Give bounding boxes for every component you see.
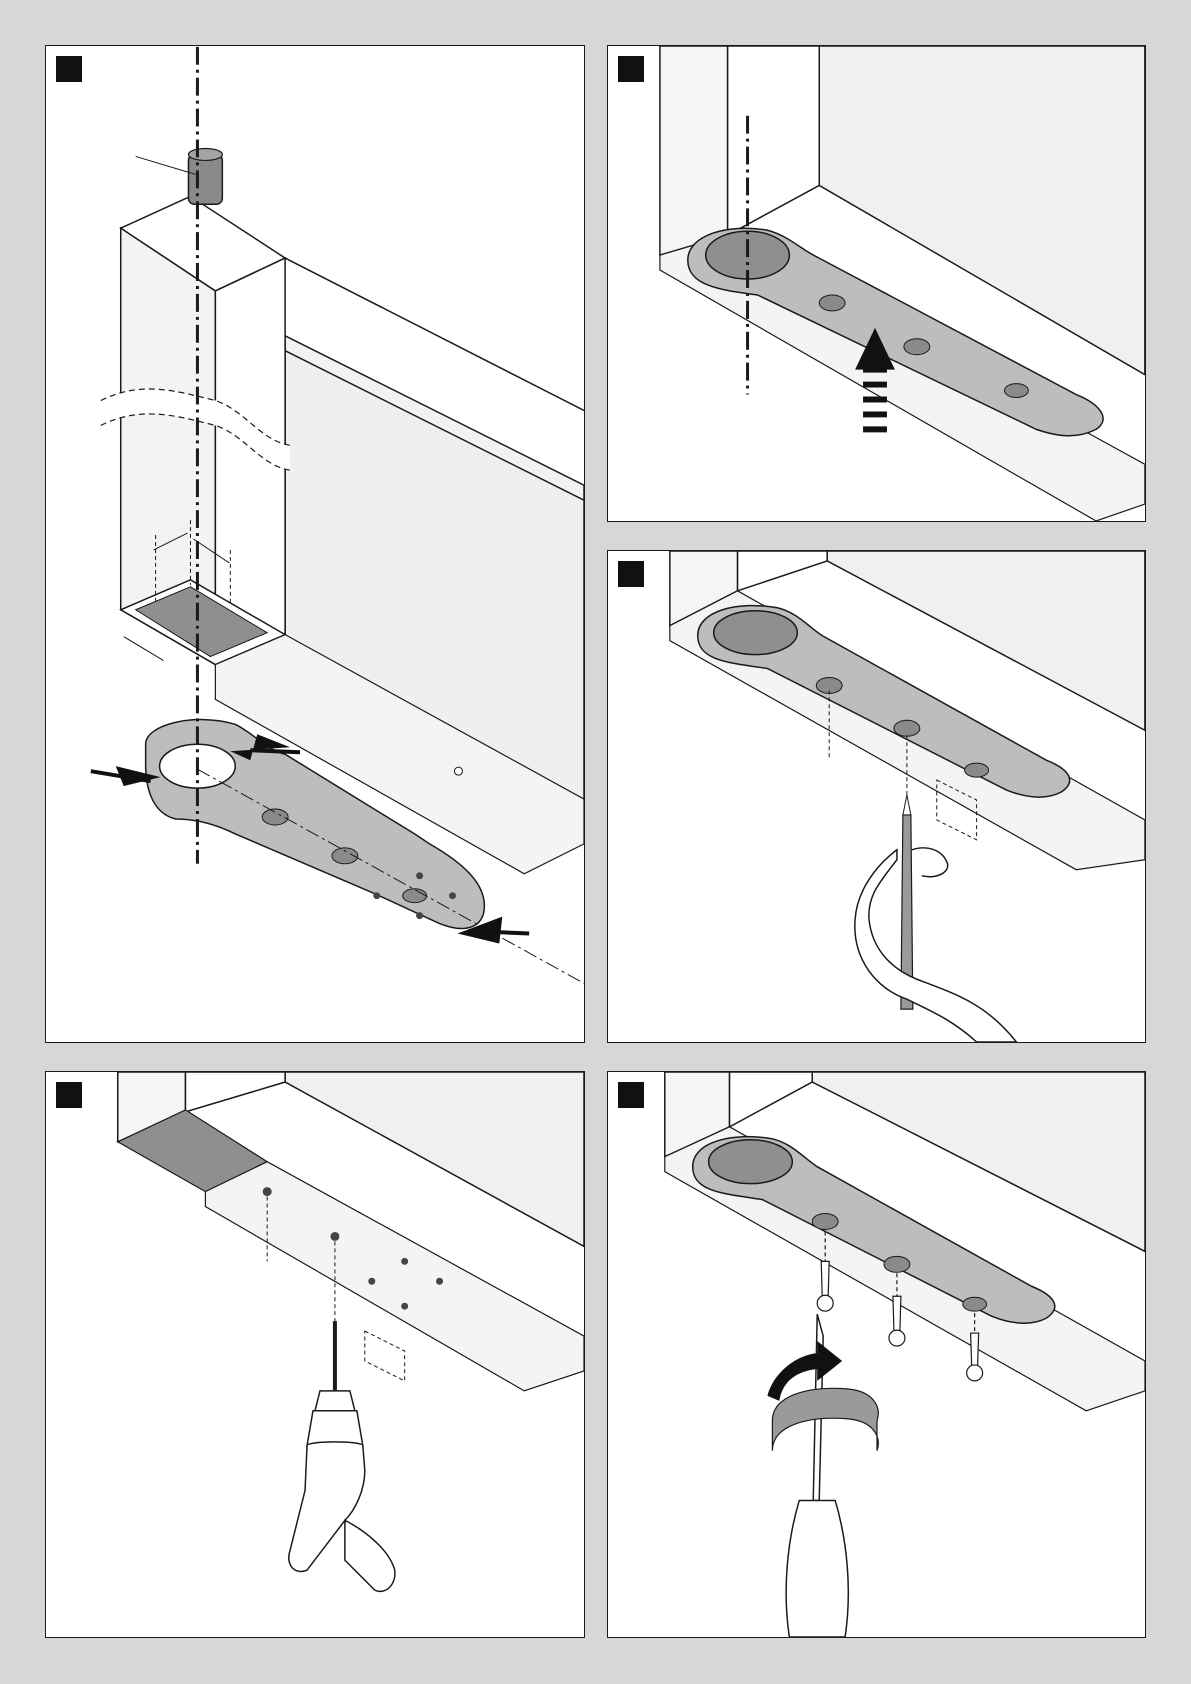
step-panel-1 xyxy=(45,45,585,1043)
step-marker-1 xyxy=(56,56,82,82)
plate-positioned-illustration xyxy=(608,46,1145,521)
screwing-illustration xyxy=(608,1072,1145,1637)
step-panel-4 xyxy=(45,1071,585,1638)
step-marker-4 xyxy=(56,1082,82,1108)
drilling-illustration xyxy=(46,1072,584,1637)
step-marker-3 xyxy=(618,561,644,587)
step-panel-3 xyxy=(607,550,1146,1043)
step-marker-2 xyxy=(618,56,644,82)
step-panel-5 xyxy=(607,1071,1146,1638)
step-marker-5 xyxy=(618,1082,644,1108)
marking-holes-illustration xyxy=(608,551,1145,1042)
plate-alignment-illustration xyxy=(46,46,584,1042)
step-panel-2 xyxy=(607,45,1146,522)
